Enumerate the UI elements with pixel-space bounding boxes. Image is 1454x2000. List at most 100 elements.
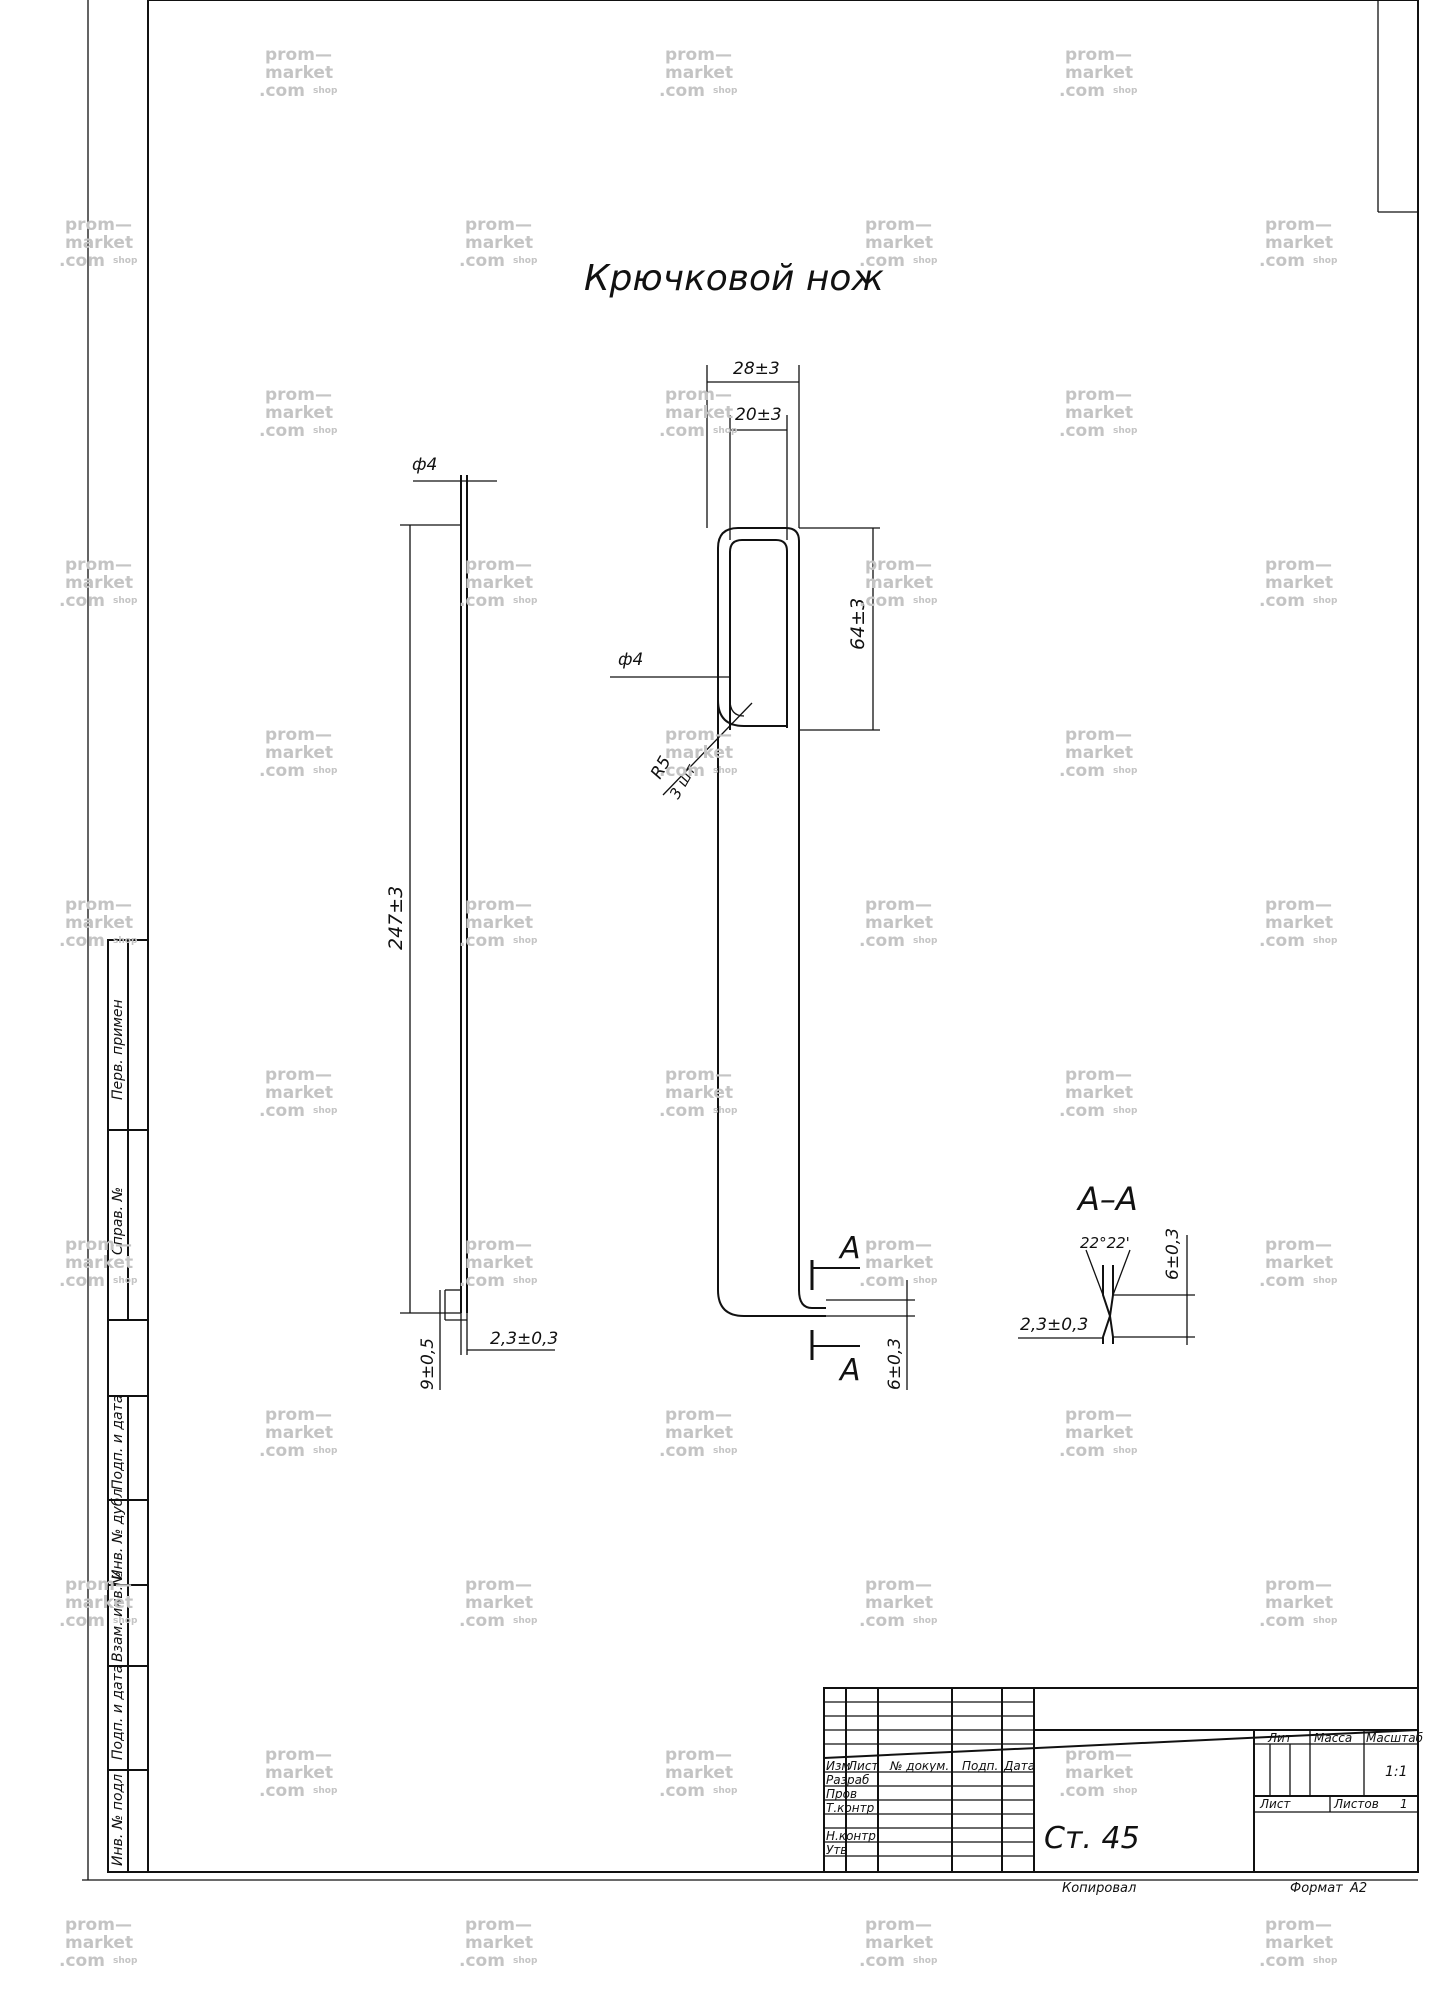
svg-text:shop: shop xyxy=(513,596,538,606)
svg-text:shop: shop xyxy=(513,1276,538,1286)
tb-masshtab: Масштаб xyxy=(1366,1731,1424,1745)
svg-text:.com: .com xyxy=(259,81,305,101)
svg-text:prom—: prom— xyxy=(865,895,932,915)
svg-text:market: market xyxy=(865,573,933,593)
svg-text:market: market xyxy=(665,403,733,423)
dim-thick-left: 2,3±0,3 xyxy=(490,1329,558,1349)
svg-text:shop: shop xyxy=(313,1106,338,1116)
svg-text:.com: .com xyxy=(1059,761,1105,781)
svg-text:.com: .com xyxy=(59,1951,105,1971)
svg-text:market: market xyxy=(665,743,733,763)
svg-text:prom—: prom— xyxy=(265,725,332,745)
section-title: А–А xyxy=(1076,1180,1138,1218)
tb-utv: Утв xyxy=(826,1843,847,1857)
svg-text:shop: shop xyxy=(913,256,938,266)
stamp-vzam-inv: Взам. инв.№ xyxy=(110,1571,126,1662)
svg-text:.com: .com xyxy=(859,1271,905,1291)
dim-dia-right: ф4 xyxy=(618,650,643,670)
svg-text:shop: shop xyxy=(1113,86,1138,96)
svg-text:market: market xyxy=(65,1593,133,1613)
svg-text:market: market xyxy=(65,913,133,933)
title-block: Изм Лист № докум. Подп. Дата Разраб Пров… xyxy=(823,1687,1424,1896)
svg-text:prom—: prom— xyxy=(1265,555,1332,575)
svg-text:shop: shop xyxy=(113,1956,138,1966)
svg-text:market: market xyxy=(865,913,933,933)
svg-text:.com: .com xyxy=(1059,421,1105,441)
side-stamp: Перв. примен Справ. № Подп. и дата Инв. … xyxy=(107,939,149,1873)
dim-tip-6-front: 6±0,3 xyxy=(885,1338,905,1390)
tb-material: Ст. 45 xyxy=(1044,1821,1140,1856)
svg-text:prom—: prom— xyxy=(665,45,732,65)
svg-text:.com: .com xyxy=(859,1951,905,1971)
tb-prov: Пров xyxy=(826,1787,857,1801)
svg-text:prom—: prom— xyxy=(1065,1405,1132,1425)
svg-text:.com: .com xyxy=(259,1101,305,1121)
svg-text:.com: .com xyxy=(859,251,905,271)
tb-scale-value: 1:1 xyxy=(1385,1764,1408,1780)
svg-text:.com: .com xyxy=(1259,1271,1305,1291)
section-mark-top: А xyxy=(838,1231,861,1266)
svg-text:prom—: prom— xyxy=(665,1405,732,1425)
svg-text:market: market xyxy=(65,1253,133,1273)
svg-text:prom—: prom— xyxy=(1265,215,1332,235)
tb-kopiroval: Копировал xyxy=(1062,1881,1136,1896)
svg-text:market: market xyxy=(1265,913,1333,933)
svg-text:.com: .com xyxy=(459,1611,505,1631)
svg-text:shop: shop xyxy=(713,1786,738,1796)
svg-text:shop: shop xyxy=(313,1786,338,1796)
svg-text:market: market xyxy=(1265,1253,1333,1273)
sheet-frame xyxy=(82,0,1419,1881)
svg-text:prom—: prom— xyxy=(65,1235,132,1255)
svg-text:market: market xyxy=(465,1253,533,1273)
svg-text:.com: .com xyxy=(1259,1951,1305,1971)
svg-text:prom—: prom— xyxy=(865,215,932,235)
tb-lit: Лит xyxy=(1267,1731,1293,1745)
svg-text:market: market xyxy=(1265,573,1333,593)
svg-text:market: market xyxy=(1265,1593,1333,1613)
svg-text:market: market xyxy=(465,1593,533,1613)
svg-text:market: market xyxy=(465,573,533,593)
svg-text:market: market xyxy=(1065,743,1133,763)
svg-text:.com: .com xyxy=(659,1781,705,1801)
dim-width-20: 20±3 xyxy=(735,405,782,425)
svg-text:shop: shop xyxy=(313,1446,338,1456)
svg-text:.com: .com xyxy=(59,251,105,271)
svg-text:shop: shop xyxy=(113,256,138,266)
svg-text:prom—: prom— xyxy=(265,1405,332,1425)
svg-text:market: market xyxy=(1065,403,1133,423)
svg-text:market: market xyxy=(265,1763,333,1783)
tb-format-value: А2 xyxy=(1349,1881,1367,1896)
svg-text:shop: shop xyxy=(1113,1786,1138,1796)
svg-text:shop: shop xyxy=(1113,426,1138,436)
dim-width-28: 28±3 xyxy=(733,359,780,379)
svg-text:prom—: prom— xyxy=(1265,1575,1332,1595)
dim-length-247: 247±3 xyxy=(385,886,407,950)
svg-text:.com: .com xyxy=(59,1611,105,1631)
svg-text:.com: .com xyxy=(859,1611,905,1631)
tb-dokum: № докум. xyxy=(889,1759,949,1773)
svg-text:market: market xyxy=(665,1083,733,1103)
svg-text:.com: .com xyxy=(1259,1611,1305,1631)
section-dim-thick: 2,3±0,3 xyxy=(1020,1315,1088,1335)
svg-text:market: market xyxy=(265,63,333,83)
svg-text:prom—: prom— xyxy=(65,895,132,915)
svg-text:prom—: prom— xyxy=(865,555,932,575)
svg-text:shop: shop xyxy=(513,1956,538,1966)
